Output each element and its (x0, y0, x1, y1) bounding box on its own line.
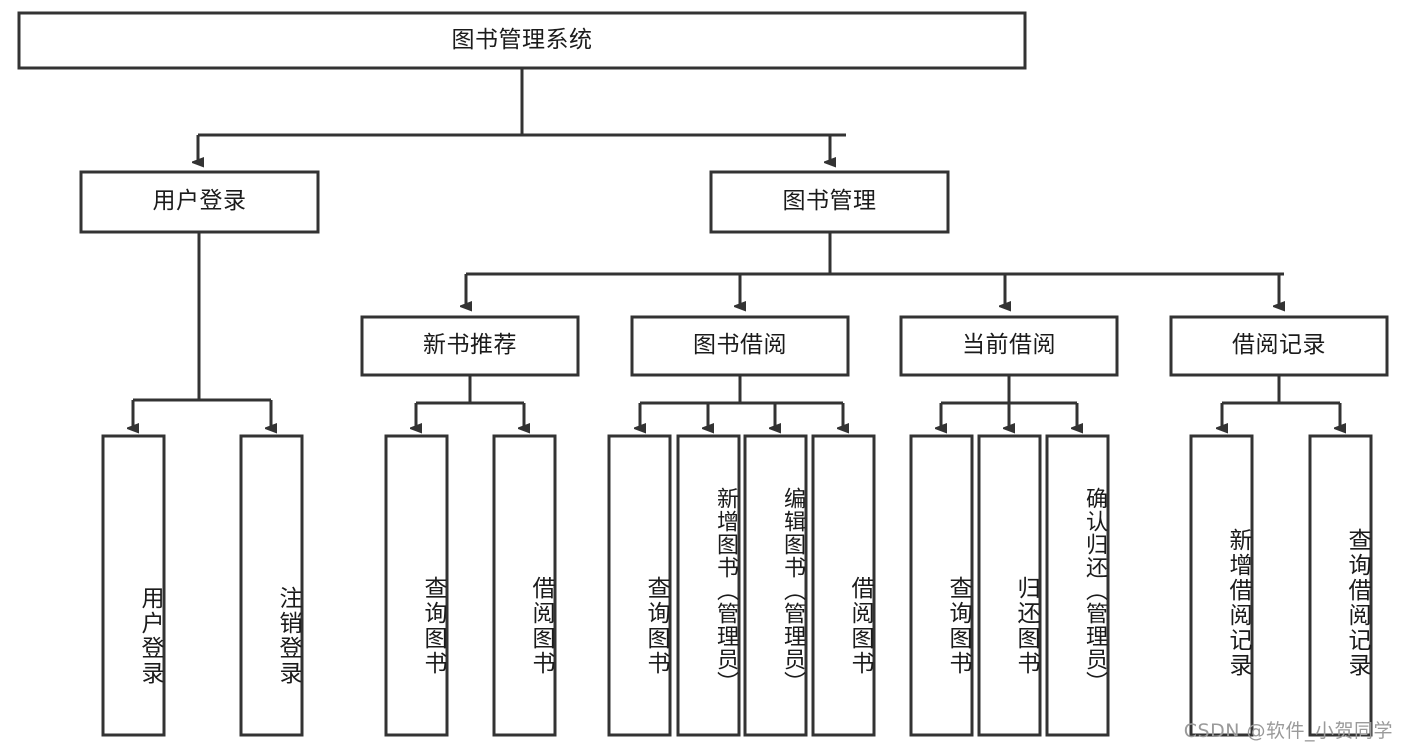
connector-book-borrow-to-leaves (640, 375, 843, 428)
node-box-leaf-query-book-3[interactable] (909, 434, 974, 737)
connector-user-login-to-leaves (133, 232, 271, 428)
node-box-leaf-borrow-book-1[interactable] (492, 434, 557, 737)
node-box-root[interactable] (17, 11, 1027, 70)
node-box-book-borrow[interactable] (630, 315, 850, 377)
node-box-leaf-user-login[interactable] (101, 434, 166, 737)
node-box-leaf-edit-book[interactable] (743, 434, 808, 737)
connector-current-borrow-to-leaves (941, 375, 1077, 428)
node-box-leaf-add-book[interactable] (676, 434, 741, 737)
connector-new-book-recommend-to-leaves (416, 375, 524, 428)
node-box-book-management[interactable] (709, 170, 950, 234)
node-box-user-login[interactable] (79, 170, 320, 234)
node-box-borrow-record[interactable] (1169, 315, 1389, 377)
node-box-leaf-borrow-book-2[interactable] (811, 434, 876, 737)
node-box-leaf-return-book[interactable] (977, 434, 1042, 737)
node-box-leaf-query-book-2[interactable] (607, 434, 672, 737)
connector-root-to-level2 (198, 68, 846, 162)
node-box-leaf-add-record[interactable] (1189, 434, 1254, 737)
node-box-new-book-recommend[interactable] (360, 315, 580, 377)
node-box-leaf-logout[interactable] (239, 434, 304, 737)
connector-borrow-record-to-leaves (1222, 375, 1340, 428)
node-box-current-borrow[interactable] (899, 315, 1119, 377)
connector-book-management-to-level3 (466, 232, 1284, 306)
node-box-leaf-query-book-1[interactable] (384, 434, 449, 737)
watermark: CSDN @软件_小贺同学 (1183, 720, 1393, 742)
node-box-leaf-query-record[interactable] (1308, 434, 1373, 737)
node-box-leaf-confirm-return[interactable] (1045, 434, 1110, 737)
